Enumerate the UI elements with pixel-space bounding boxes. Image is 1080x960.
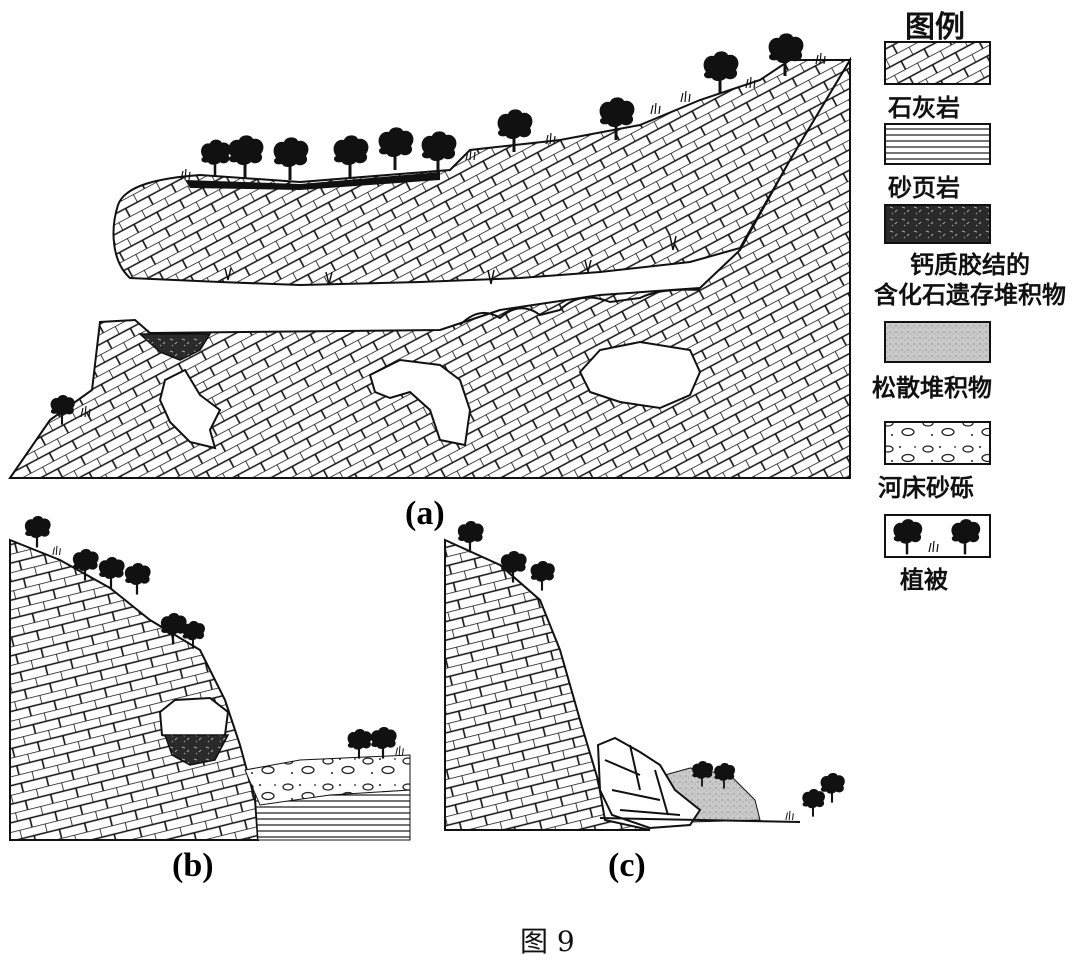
legend-swatch-sandshale [884, 123, 991, 165]
panel-b-label: (b) [172, 847, 214, 884]
panel-a-cave-left [158, 368, 222, 450]
panel-b-gravel [244, 754, 411, 806]
legend-label-limestone: 石灰岩 [888, 94, 960, 122]
panel-a-fossil-deposit [138, 333, 212, 361]
panel-c [444, 520, 846, 831]
legend-label-vegetation: 植被 [900, 566, 948, 594]
panel-a-cave-right [578, 340, 702, 410]
legend-swatch-loose [884, 321, 991, 363]
legend-swatch-gravel [884, 421, 991, 465]
panel-b-fossil-deposit [163, 734, 230, 766]
legend-label-loose: 松散堆积物 [872, 374, 992, 402]
panel-c-label: (c) [608, 847, 646, 884]
panel-a-label: (a) [405, 495, 445, 532]
legend-label-fossil: 钙质胶结的 含化石遗存堆积物 [874, 251, 1066, 309]
legend-swatch-fossil [884, 204, 991, 244]
figure-caption: 图 9 [520, 925, 575, 958]
panel-b-limestone [9, 538, 260, 841]
panel-a-cave-mid [368, 358, 472, 447]
panel-a-dark-soil-top [185, 172, 440, 190]
legend-title: 图例 [905, 10, 965, 45]
panel-b [9, 515, 411, 841]
panel-a-upper-limestone [112, 59, 852, 287]
panel-c-limestone [444, 538, 651, 831]
legend-swatch-limestone [884, 41, 991, 85]
panel-c-collapsed-blocks [596, 736, 702, 830]
legend [884, 41, 991, 558]
legend-label-gravel: 河床砂砾 [878, 474, 974, 502]
panel-a [8, 32, 852, 479]
legend-label-sandshale: 砂页岩 [888, 174, 960, 202]
